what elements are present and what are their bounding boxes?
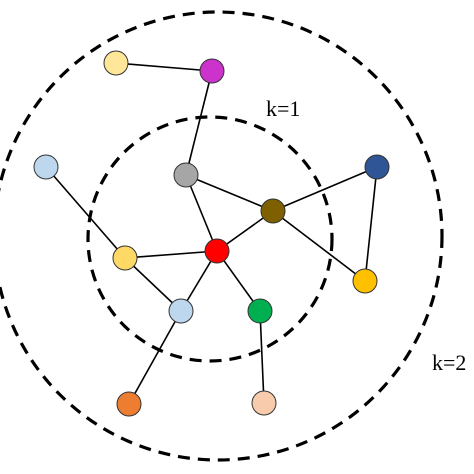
edge-yellow-left-lightblue-bottom bbox=[124, 257, 182, 312]
rings-layer bbox=[0, 10, 444, 462]
edge-lightblue-left-yellow-left bbox=[45, 166, 126, 259]
labels-layer: k=1 k=2 bbox=[266, 96, 466, 375]
edge-yellow-left-center bbox=[124, 250, 218, 259]
node-lightblue-bottom bbox=[168, 298, 194, 324]
node-lightblue-left bbox=[33, 154, 59, 180]
nodes-layer bbox=[33, 50, 390, 417]
ring-label-outer: k=2 bbox=[432, 350, 466, 375]
ring-label-inner: k=1 bbox=[266, 96, 300, 121]
node-yellow-left bbox=[112, 245, 138, 271]
node-brown bbox=[260, 198, 286, 224]
node-magenta bbox=[199, 58, 225, 84]
node-peach bbox=[251, 390, 277, 416]
edge-magenta-gray bbox=[185, 70, 213, 176]
edge-gray-center bbox=[185, 174, 218, 252]
edge-navy-gold bbox=[364, 166, 378, 282]
node-cream bbox=[103, 50, 129, 76]
node-navy bbox=[364, 154, 390, 180]
ring-outer bbox=[0, 10, 444, 462]
node-gray bbox=[173, 162, 199, 188]
edges-layer bbox=[45, 62, 378, 405]
node-orange bbox=[116, 391, 142, 417]
edge-brown-gold bbox=[272, 210, 366, 282]
edge-cream-magenta bbox=[115, 62, 213, 72]
edge-green-peach bbox=[259, 310, 265, 404]
node-center bbox=[204, 238, 230, 264]
edge-gray-brown bbox=[185, 174, 274, 212]
node-gold bbox=[352, 268, 378, 294]
edge-brown-navy bbox=[272, 166, 378, 212]
node-green bbox=[247, 298, 273, 324]
edge-lightblue-bottom-orange bbox=[128, 310, 182, 405]
ring-inner bbox=[86, 115, 334, 363]
